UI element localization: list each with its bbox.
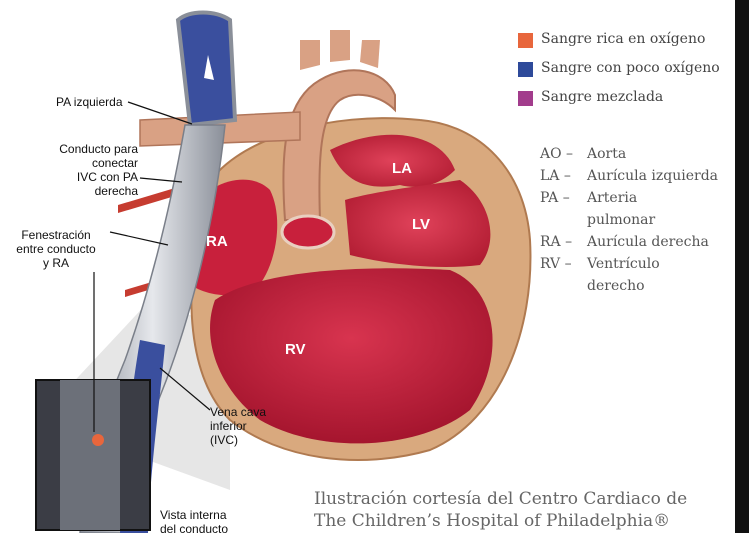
abbr-key: RA – <box>540 231 587 253</box>
chamber-lv: LV <box>412 216 430 233</box>
abbr-meaning: Aorta <box>587 146 626 162</box>
label-conducto-line-4: derecha <box>10 184 138 198</box>
label-vista-line-1: Vista interna <box>160 508 228 522</box>
abbr-row: derecho <box>540 275 718 297</box>
label-vena-cava-line-1: Vena cava <box>210 405 266 419</box>
inset-conduit <box>60 380 120 530</box>
credit-line-1: Ilustración cortesía del Centro Cardiaco… <box>314 488 687 510</box>
label-pa-izquierda: PA izquierda <box>56 95 123 109</box>
abbreviations-list: AO –Aorta LA –Aurícula izquierda PA –Art… <box>540 143 718 297</box>
label-fenestracion: Fenestración entre conducto y RA <box>2 228 110 270</box>
abbr-key: AO – <box>540 143 587 165</box>
label-conducto-line-2: conectar <box>10 156 138 170</box>
label-vena-cava-line-3: (IVC) <box>210 433 266 447</box>
label-vista-interna: Vista interna del conducto <box>160 508 228 536</box>
abbr-row: LA –Aurícula izquierda <box>540 165 718 187</box>
legend-swatch-oxygen-poor <box>518 62 533 77</box>
abbr-row: pulmonar <box>540 209 718 231</box>
abbr-key: LA – <box>540 165 587 187</box>
right-edge-bar <box>735 0 749 533</box>
aorta-branch-3 <box>360 40 380 68</box>
abbr-meaning: Aurícula derecha <box>587 234 709 250</box>
chamber-ra: RA <box>206 233 228 250</box>
illustration-credit: Ilustración cortesía del Centro Cardiaco… <box>314 488 687 532</box>
abbr-meaning: derecho <box>587 278 645 294</box>
inset-fenestration <box>92 434 104 446</box>
abbr-meaning: Ventrículo <box>587 256 660 272</box>
abbr-row: RV –Ventrículo <box>540 253 718 275</box>
abbr-row: PA –Arteria <box>540 187 718 209</box>
legend-swatch-mixed <box>518 91 533 106</box>
chamber-la: LA <box>392 160 412 177</box>
abbr-meaning: Arteria <box>587 190 637 206</box>
label-fenestracion-line-2: entre conducto <box>2 242 110 256</box>
label-conducto: Conducto para conectar IVC con PA derech… <box>10 142 138 198</box>
abbr-meaning: pulmonar <box>587 212 655 228</box>
abbr-key: PA – <box>540 187 587 209</box>
legend-label-oxygen-rich: Sangre rica en oxígeno <box>541 31 705 47</box>
chamber-rv: RV <box>285 341 306 358</box>
label-fenestracion-line-3: y RA <box>2 256 110 270</box>
abbr-row: RA –Aurícula derecha <box>540 231 718 253</box>
abbr-meaning: Aurícula izquierda <box>587 168 718 184</box>
legend-label-oxygen-poor: Sangre con poco oxígeno <box>541 60 720 76</box>
abbr-key: RV – <box>540 253 587 275</box>
credit-line-2: The Children’s Hospital of Philadelphia® <box>314 510 687 532</box>
label-vena-cava-line-2: inferior <box>210 419 266 433</box>
leader-fenestracion <box>110 232 168 245</box>
legend-swatch-oxygen-rich <box>518 33 533 48</box>
aorta-branch-1 <box>300 40 320 70</box>
label-vena-cava: Vena cava inferior (IVC) <box>210 405 266 447</box>
label-conducto-line-1: Conducto para <box>10 142 138 156</box>
legend-label-mixed: Sangre mezclada <box>541 89 663 105</box>
aorta-branch-2 <box>330 30 350 62</box>
label-fenestracion-line-1: Fenestración <box>2 228 110 242</box>
abbr-row: AO –Aorta <box>540 143 718 165</box>
label-conducto-line-3: IVC con PA <box>10 170 138 184</box>
pulmonary-root <box>282 216 334 248</box>
label-vista-line-2: del conducto <box>160 522 228 536</box>
